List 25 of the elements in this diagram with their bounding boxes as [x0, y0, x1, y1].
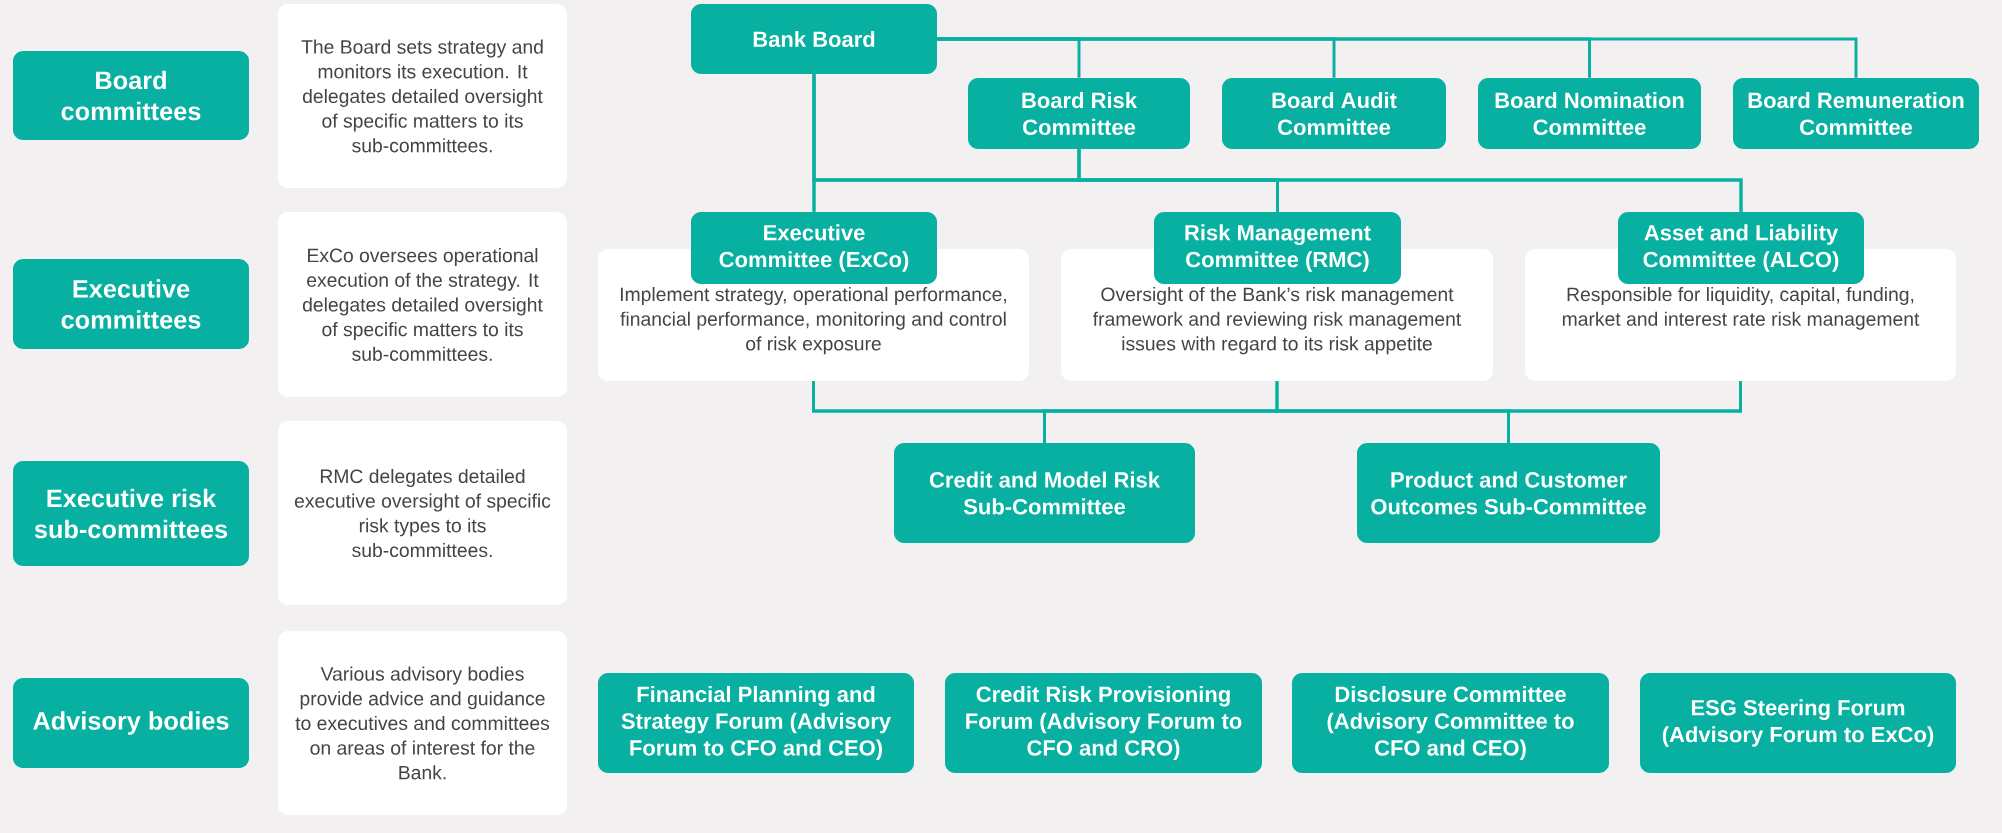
- committee-box: Risk Management Committee (RMC): [1154, 212, 1401, 284]
- committee-box: Credit Risk Provisioning Forum (Advisory Forum to CFO and CRO): [945, 673, 1262, 773]
- committee-box: Product and Customer Outcomes Sub-Committee: [1357, 443, 1661, 543]
- committee-box: Board Nomination Committee: [1478, 78, 1701, 149]
- committee-box: Executive Committee (ExCo): [691, 212, 937, 284]
- connector-line: [1507, 381, 1742, 443]
- committee-box: Asset and Liability Committee (ALCO): [1618, 212, 1864, 284]
- row-label-box: Advisory bodies: [13, 678, 249, 768]
- row-label-box: Executive committees: [13, 259, 249, 349]
- description-box: RMC delegates detailed executive oversight of specific risk types to its sub-committees.: [278, 421, 567, 605]
- committee-box: Financial Planning and Strategy Forum (Advisory Forum to CFO and CEO): [598, 673, 914, 773]
- committee-box: Disclosure Committee (Advisory Committee to CFO and CEO): [1292, 673, 1609, 773]
- committee-box: Credit and Model Risk Sub-Committee: [894, 443, 1195, 543]
- committee-box: Board Risk Committee: [968, 78, 1190, 149]
- description-box: ExCo oversees operational execution of the strategy. It delegates detailed oversight of specific matters to its sub-committees.: [278, 212, 567, 397]
- row-label-box: Board committees: [13, 51, 249, 140]
- committee-box: Board Remuneration Committee: [1733, 78, 1979, 149]
- connector-line: [1077, 149, 1743, 212]
- committee-box: Board Audit Committee: [1222, 78, 1446, 149]
- connector-line: [937, 37, 1858, 78]
- description-box: The Board sets strategy and monitors its execution. It delegates detailed oversight of specific matters to its sub-committees.: [278, 4, 567, 188]
- description-box: Various advisory bodies provide advice and guidance to executives and committees on areas of interest for the Bank.: [278, 631, 567, 815]
- committee-box: Bank Board: [691, 4, 937, 74]
- row-label-box: Executive risk sub-committees: [13, 461, 249, 566]
- committee-box: ESG Steering Forum (Advisory Forum to ExCo): [1640, 673, 1956, 773]
